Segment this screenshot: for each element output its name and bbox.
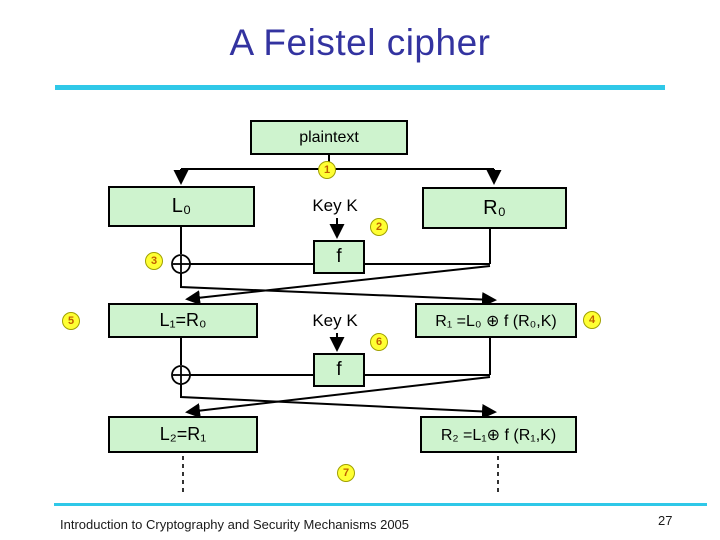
- l1-box: L₁=R₀: [108, 303, 258, 338]
- f-box-mid: f: [313, 353, 365, 387]
- step-marker-2: 2: [370, 218, 388, 236]
- page-number: 27: [658, 513, 673, 528]
- arrow-xor2-to-r2: [180, 384, 497, 419]
- arrow-xor1-to-r1: [180, 273, 497, 307]
- l2-box: L₂=R₁: [108, 416, 258, 453]
- footer-text: Introduction to Cryptography and Securit…: [60, 517, 410, 532]
- xor-icon-round2: [171, 365, 191, 385]
- footer-rule: [54, 503, 707, 506]
- r0-box: R₀: [422, 187, 567, 229]
- r1-box: R₁ =L₀ ⊕ f (R₀,K): [415, 303, 577, 338]
- f-box-top: f: [313, 240, 365, 274]
- step-marker-7: 7: [337, 464, 355, 482]
- xor-icon-round1: [171, 254, 191, 274]
- step-marker-5: 5: [62, 312, 80, 330]
- step-marker-6: 6: [370, 333, 388, 351]
- r2-box: R₂ =L₁⊕ f (R₁,K): [420, 416, 577, 453]
- title-underline: [55, 85, 665, 90]
- slide-title: A Feistel cipher: [229, 22, 491, 63]
- key-k-label-top: Key K: [312, 196, 358, 215]
- plaintext-box: plaintext: [250, 120, 408, 155]
- key-k-label-mid: Key K: [312, 311, 358, 330]
- step-marker-3: 3: [145, 252, 163, 270]
- step-marker-4: 4: [583, 311, 601, 329]
- l0-box: L₀: [108, 186, 255, 227]
- step-marker-1: 1: [318, 161, 336, 179]
